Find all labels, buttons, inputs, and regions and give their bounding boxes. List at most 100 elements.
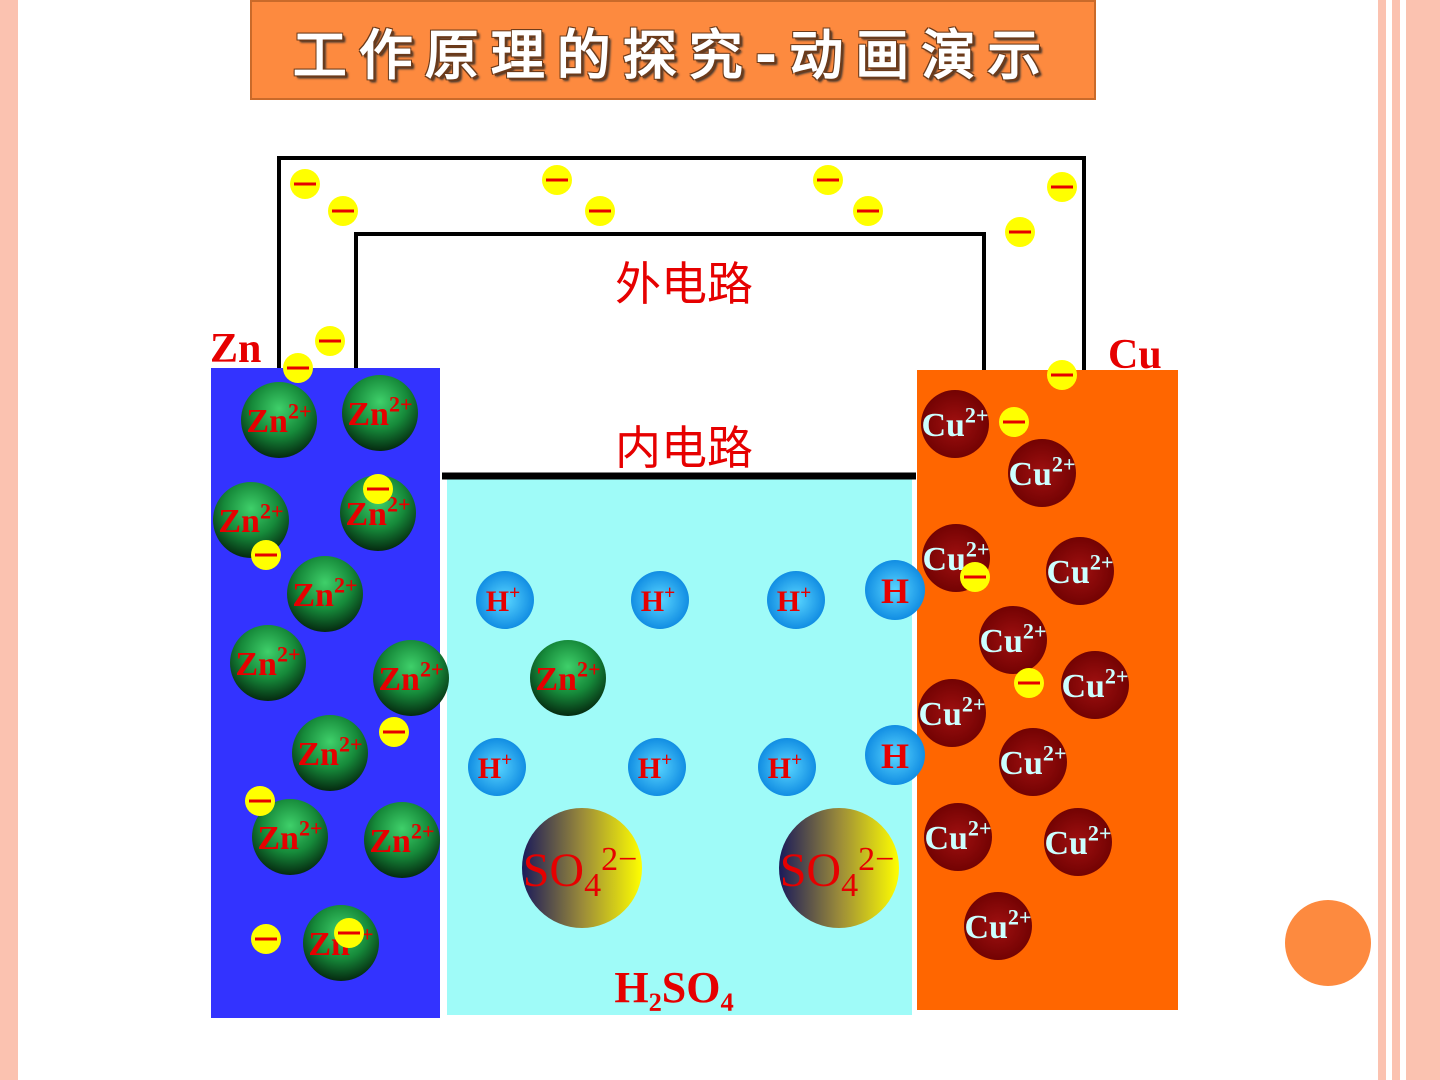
h-ion-sphere [631,571,689,629]
sulfate-ion-sphere [522,808,642,928]
cu-ion-sphere [924,803,992,871]
electrolyte-label-text: H₂SO₄ [614,963,733,1012]
ion-label: Zn2+ [347,391,412,433]
electron [1047,172,1077,202]
zn-electrode-label: Zn [210,326,261,372]
cu-ion: Cu2+ [1046,537,1114,605]
electron [853,196,883,226]
sulfate-ion-sphere [779,808,899,928]
h-ion: H+ [631,571,689,629]
h-atom: H [865,560,925,620]
h-atom-sphere [865,560,925,620]
right-border-stripe-1 [1378,0,1386,1080]
slide-title: 工作原理的探究-动画演示 [292,23,1054,87]
h-ion: H+ [476,571,534,629]
zn-ion-sphere [342,375,418,451]
cu-ion: Cu2+ [921,390,989,458]
cu-ion: Cu2+ [918,679,986,747]
cu-ion-sphere [1044,808,1112,876]
ion-label: Cu2+ [921,402,988,444]
cu-ion-sphere [964,892,1032,960]
ion-label: Cu2+ [979,618,1046,660]
zn-ion-sphere [230,625,306,701]
electron [334,918,364,948]
ion-label: Cu2+ [964,904,1031,946]
cu-ion-sphere [1008,439,1076,507]
inner-circuit-label: 内电路 [615,421,753,475]
electron [585,196,615,226]
zn-ion: Zn2+ [373,640,449,716]
zn-ion: Zn2+ [530,640,606,716]
decorative-circle [1285,900,1371,986]
zn-ion-sphere [530,640,606,716]
ion-label: Cu2+ [1044,820,1111,862]
zn-ion-sphere [252,799,328,875]
zn-ion-sphere [373,640,449,716]
right-border-stripe-2 [1392,0,1400,1080]
ion-label: Zn2+ [378,656,443,698]
cu-ion-sphere [918,679,986,747]
zn-ion-sphere [287,556,363,632]
electron [1014,668,1044,698]
h-ion-sphere [476,571,534,629]
ion-label: H+ [486,583,520,618]
cu-ion: Cu2+ [1044,808,1112,876]
electron [290,169,320,199]
electron [251,540,281,570]
ion-label: Cu2+ [918,691,985,733]
h-ion-sphere [758,738,816,796]
zn-ion: Zn2+ [292,715,368,791]
left-border-decoration [0,0,18,1080]
zn-ion-sphere [241,382,317,458]
zn-ion-sphere [340,475,416,551]
electron [363,474,393,504]
ion-label: Cu2+ [999,740,1066,782]
sulfate-ion: SO42− [522,808,642,928]
cu-ion-sphere [1061,651,1129,719]
cu-ion-sphere [979,606,1047,674]
zn-ion-sphere [213,482,289,558]
ion-label: Cu2+ [1061,663,1128,705]
ion-label: Zn2+ [246,398,311,440]
ion-label: H+ [768,750,802,785]
ion-label: Cu2+ [1008,451,1075,493]
electron [1047,360,1077,390]
h-ion: H+ [758,738,816,796]
outer-circuit-label: 外电路 [615,257,753,311]
outer-wire-inner [354,232,986,370]
sulfate-ion-label: SO42− [780,841,895,904]
cu-electrode-label: Cu [1108,332,1162,378]
zn-ion: Zn2+ [241,382,317,458]
zn-ion: Zn2+ [230,625,306,701]
cu-ion: Cu2+ [1061,651,1129,719]
electron [379,717,409,747]
electron [999,407,1029,437]
outer-wire-outer [277,156,1086,370]
cu-ion: Cu2+ [999,728,1067,796]
h-ion-sphere [468,738,526,796]
ion-label: Zn2+ [218,498,283,540]
h-ion-sphere [628,738,686,796]
electrolyte-label: H₂SO₄ [614,963,733,1012]
h-atom: H [865,725,925,785]
sulfate-ion-label: SO42− [523,841,638,904]
right-border-stripe-3 [1406,0,1440,1080]
cu-ion: Cu2+ [1008,439,1076,507]
electron [251,924,281,954]
electron [245,786,275,816]
ion-label: Cu2+ [1046,549,1113,591]
ion-label: Zn2+ [535,656,600,698]
zn-ion: Zn2+ [342,375,418,451]
h-ion: H+ [628,738,686,796]
ion-label: H+ [478,750,512,785]
zn-ion-sphere [364,802,440,878]
zn-ion: Zn2+ [287,556,363,632]
zn-ion: Zn2+ [213,482,289,558]
h-ion: H+ [468,738,526,796]
electron [283,353,313,383]
electron [328,196,358,226]
h-ion-sphere [767,571,825,629]
ion-label: Cu2+ [924,815,991,857]
zn-ion-sphere [292,715,368,791]
